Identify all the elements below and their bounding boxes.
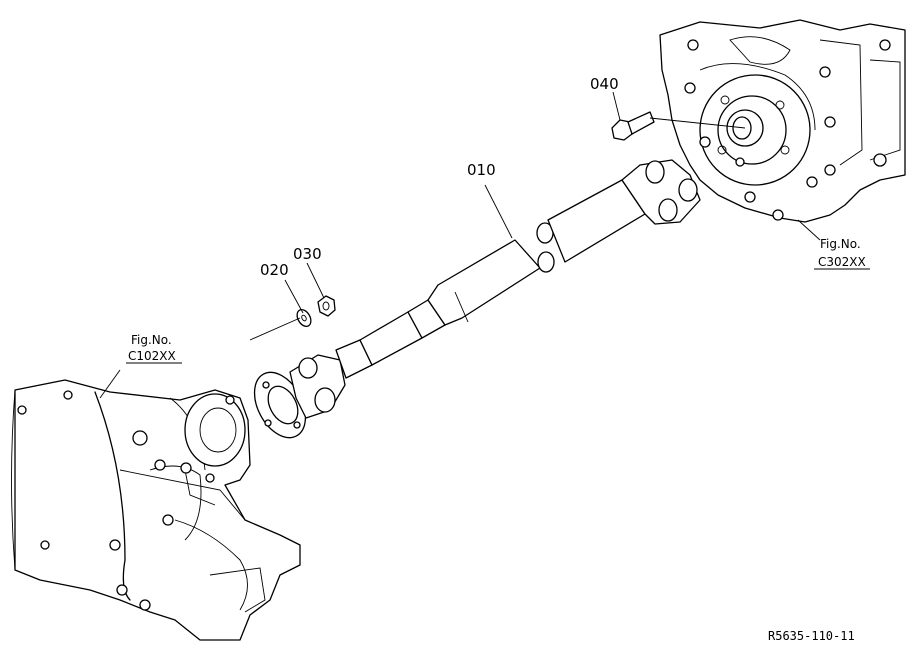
leader-lines: [99, 91, 821, 399]
callout-020: 020: [260, 261, 289, 279]
callout-010: 010: [467, 161, 496, 179]
drive-shaft: [253, 159, 701, 439]
right-fig-label: Fig.No.: [820, 237, 861, 251]
transmission-housing: [11, 379, 301, 641]
left-fig-label: Fig.No.: [131, 333, 172, 347]
callout-030: 030: [293, 245, 322, 263]
drawing-code: R5635-110-11: [768, 629, 855, 643]
left-fig-code: C102XX: [128, 349, 176, 363]
callout-040: 040: [590, 75, 619, 93]
right-fig-code: C302XX: [818, 255, 866, 269]
nut-030: [317, 295, 336, 317]
bolt-040: [611, 111, 655, 141]
engine-housing: [659, 19, 906, 223]
washer-020: [296, 308, 312, 328]
